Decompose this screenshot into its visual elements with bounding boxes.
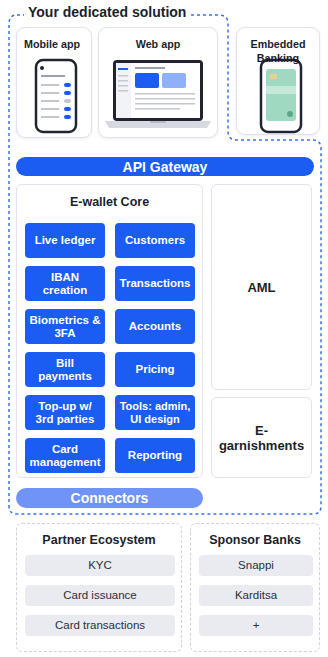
module-box: Customers — [115, 223, 195, 258]
band-label: API Gateway — [123, 159, 208, 175]
embedded-phone-illustration — [261, 60, 301, 132]
service-box: E-garnishments — [211, 397, 312, 478]
panel-title: E-wallet Core — [17, 185, 202, 210]
module-label: Bill payments — [29, 357, 101, 383]
item-label: Karditsa — [203, 589, 309, 602]
service-box: AML — [211, 184, 312, 390]
module-label: Biometrics & 3FA — [29, 314, 101, 340]
module-box: Tools: admin, UI design — [115, 395, 195, 430]
box-title: Web app — [99, 28, 217, 51]
mobile-phone-illustration — [36, 60, 76, 132]
module-box: IBAN creation — [25, 266, 105, 301]
ecosystem-group: Sponsor BanksSnappiKarditsa + — [190, 523, 320, 652]
item-label: Card issuance — [29, 589, 171, 602]
core-panel: E-wallet CoreLive ledger CustomersIBAN cr… — [16, 184, 203, 478]
module-label: Tools: admin, UI design — [119, 400, 191, 426]
module-box: Biometrics & 3FA — [25, 309, 105, 344]
module-label: Live ledger — [29, 234, 101, 247]
module-box: Reporting — [115, 438, 195, 473]
gateway-band: API Gateway — [16, 157, 314, 176]
module-label: Pricing — [119, 363, 191, 376]
module-label: IBAN creation — [29, 271, 101, 297]
item-label: KYC — [29, 559, 171, 572]
ecosystem-group: Partner EcosystemKYC Card issuanceCard tr… — [16, 523, 182, 652]
region-dashed-border — [9, 15, 321, 514]
group-title: Partner Ecosystem — [17, 524, 181, 548]
laptop-illustration — [105, 60, 211, 128]
module-box: Top-up w/ 3rd parties — [25, 395, 105, 430]
partner-item: Snappi — [199, 555, 313, 576]
service-label: AML — [216, 280, 307, 295]
connector-band: Connectors — [16, 488, 203, 508]
module-box: Pricing — [115, 352, 195, 387]
module-box: Bill payments — [25, 352, 105, 387]
module-label: Transactions — [119, 277, 191, 290]
band-label: Connectors — [71, 490, 149, 506]
module-label: Reporting — [119, 449, 191, 462]
module-label: Top-up w/ 3rd parties — [29, 400, 101, 426]
item-label: Card transactions — [29, 619, 171, 632]
module-label: Accounts — [119, 320, 191, 333]
module-box: Transactions — [115, 266, 195, 301]
partner-item: Karditsa — [199, 585, 313, 606]
box-title: Mobile app — [17, 28, 91, 51]
module-box: Live ledger — [25, 223, 105, 258]
module-label: Card management — [29, 443, 101, 469]
module-label: Customers — [119, 234, 191, 247]
partner-item: Card transactions — [25, 615, 175, 636]
module-box: Accounts — [115, 309, 195, 344]
item-label: Snappi — [203, 559, 309, 572]
partner-item: + — [199, 615, 313, 636]
group-title: Sponsor Banks — [191, 524, 319, 548]
partner-item: Card issuance — [25, 585, 175, 606]
box-title: Embedded Banking — [237, 28, 319, 65]
module-box: Card management — [25, 438, 105, 473]
partner-item: KYC — [25, 555, 175, 576]
service-label: E-garnishments — [216, 423, 307, 453]
item-label: + — [203, 619, 309, 632]
region-title: Your dedicated solution — [24, 3, 190, 21]
